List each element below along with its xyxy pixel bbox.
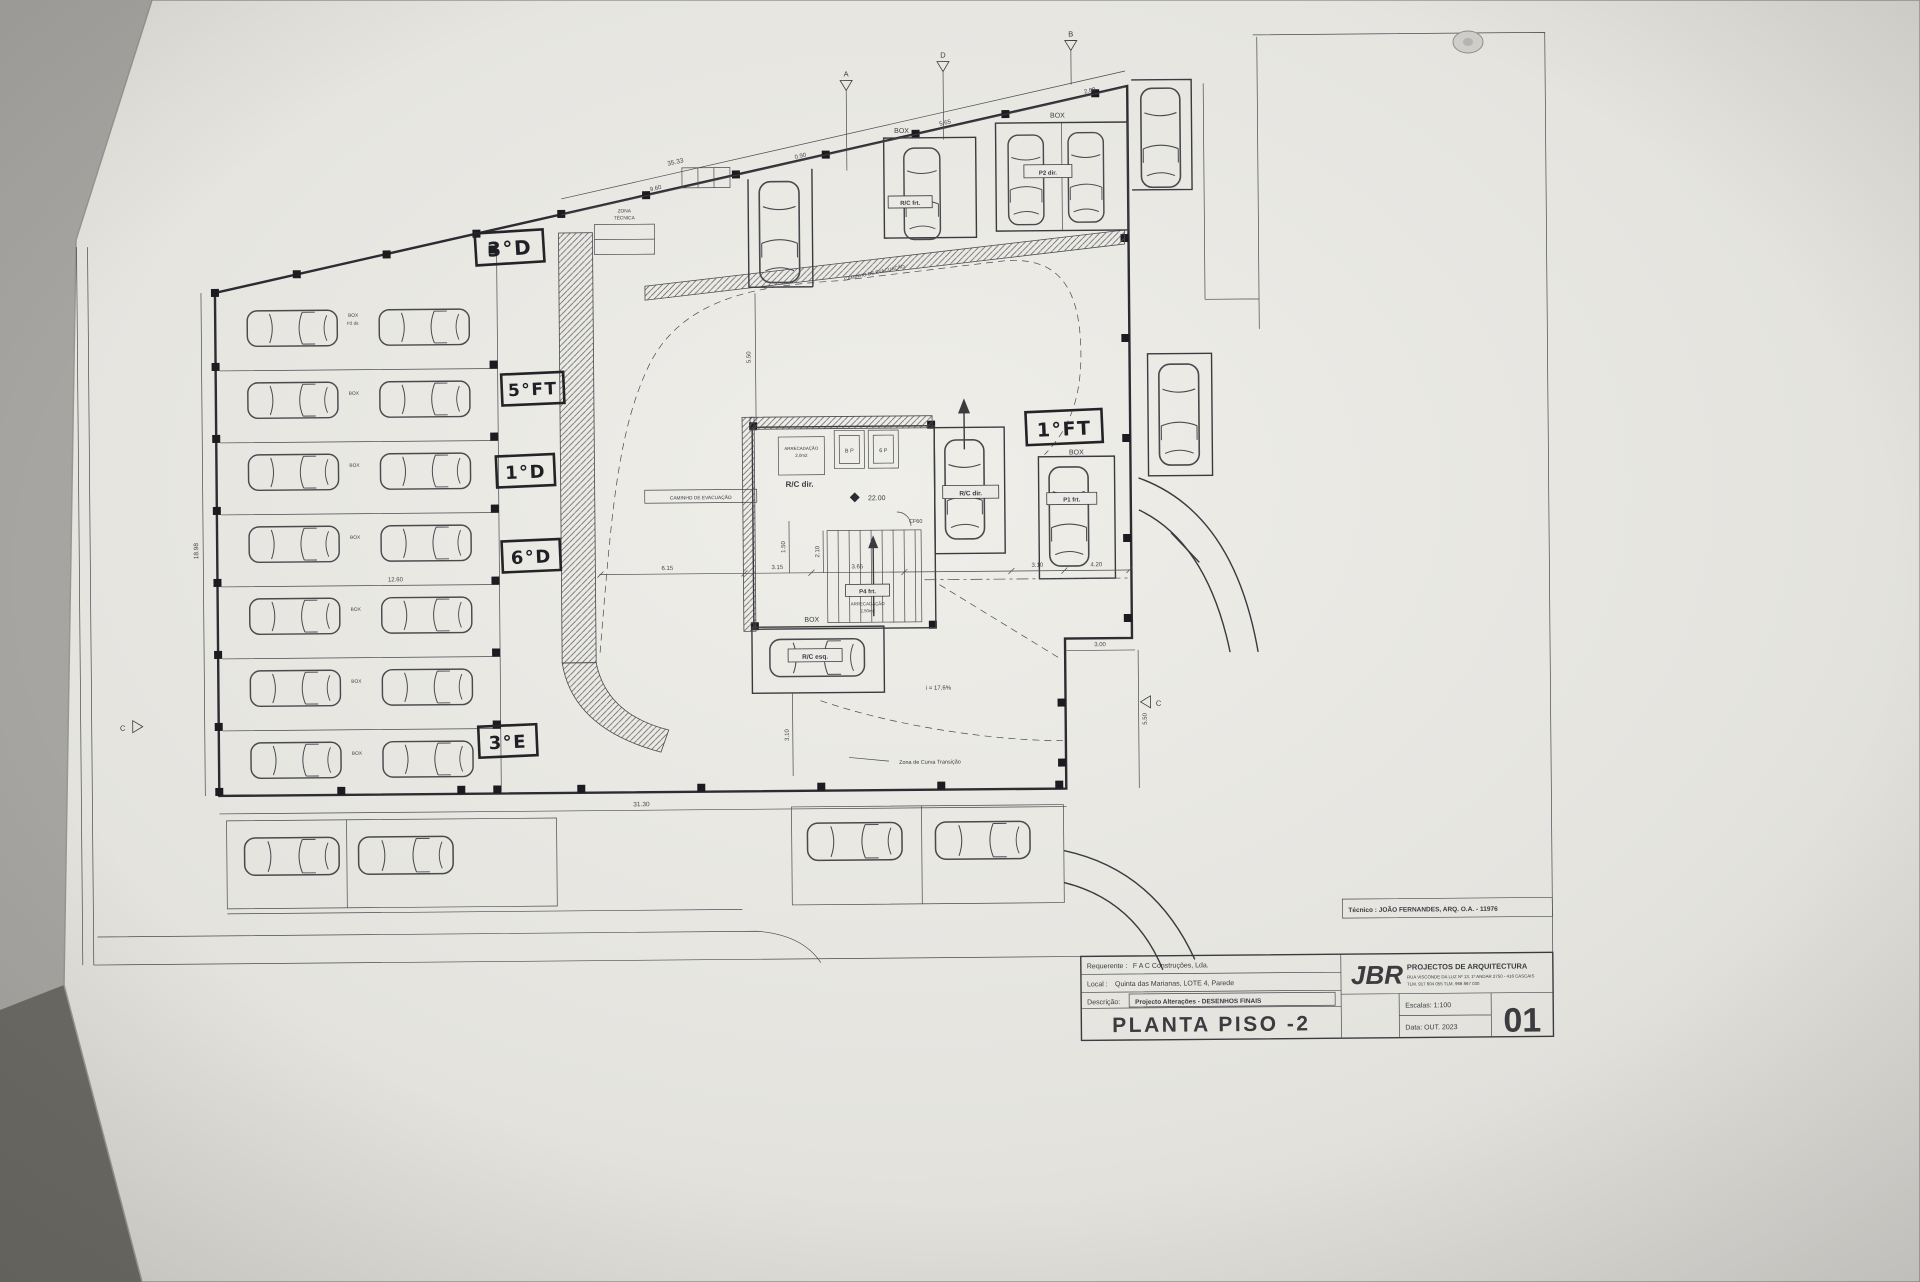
marker-b: B [1068, 29, 1073, 38]
stall-code: R/C dir. [959, 490, 982, 497]
storage-label: ARRECADAÇÃO [784, 446, 819, 451]
drawing-title: PLANTA PISO -2 [1112, 1012, 1311, 1037]
local-label: Local : [1087, 981, 1108, 988]
box-label: BOX [351, 679, 362, 685]
dim-inner-left: 12.60 [388, 577, 404, 583]
data-value: Data: OUT. 2023 [1405, 1024, 1457, 1031]
marker-c-left: C [120, 724, 126, 733]
box-label: BOX [804, 617, 819, 624]
box-label: BOX [352, 751, 363, 757]
dim-left-total: 18.98 [193, 543, 200, 560]
stall-code: P4 frt. [859, 589, 876, 595]
level-value: 22.00 [868, 495, 886, 502]
stall-code: P3 dir. [347, 321, 359, 326]
requerente-label: Requerente : [1087, 963, 1128, 970]
unit-label: R/C dir. [786, 480, 814, 489]
box-label: BOX [350, 535, 361, 541]
storage-label: ARRECADAÇÃO [851, 601, 886, 606]
hand-note: 6°D [510, 546, 552, 569]
firm-addr2: TLM. 917 604 055 TLM. 966 867 030 [1407, 981, 1480, 987]
dim-mid-b: 3.15 [771, 565, 783, 571]
box-label: BOX [348, 313, 359, 319]
dim-mid-e: 4.20 [1090, 562, 1102, 568]
hand-note: 3°D [486, 235, 532, 262]
punch-hole [1452, 30, 1484, 54]
elevator-label: 6 P [879, 448, 888, 454]
sheet-number: 01 [1503, 1001, 1541, 1039]
curve-zone-label: Zona de Curva Transição [899, 759, 961, 766]
hand-note: 1°D [505, 461, 547, 484]
box-label: BOX [1050, 113, 1065, 120]
dim-mid-d: 3.10 [1031, 563, 1043, 569]
hand-note: 3°E [488, 732, 527, 755]
descricao-value: Projecto Alterações - DESENHOS FINAIS [1135, 998, 1262, 1006]
paper-sheet [63, 0, 1920, 1282]
marker-a: A [844, 69, 849, 78]
box-label: BOX [349, 463, 360, 469]
requerente-value: F A C Construções, Lda. [1133, 962, 1209, 970]
dim-mid-a: 6.15 [662, 566, 674, 572]
dim-mid-c: 3.65 [851, 564, 863, 570]
stall-code: P2 dir. [1039, 171, 1057, 177]
dim-bottom-total: 31.30 [633, 801, 650, 808]
elevator-label: B P [845, 448, 854, 454]
stall-code: R/C esq. [802, 654, 828, 661]
storage-size: 2,50m2 [860, 608, 875, 613]
descricao-label: Descrição: [1087, 999, 1120, 1006]
marker-c-right: C [1156, 699, 1162, 708]
dim-v-b: 1.50 [781, 540, 787, 552]
escala-value: Escalas: 1:100 [1405, 1002, 1451, 1009]
local-value: Quinta das Marianas, LOTE 4, Parede [1115, 980, 1234, 988]
stall-code: P1 frt. [1063, 497, 1080, 503]
dim-v-a: 5.50 [746, 351, 752, 363]
slope-label: i = 17,6% [926, 686, 952, 692]
box-label: BOX [351, 607, 362, 613]
box-label: BOX [349, 391, 360, 397]
dim-right-b: 5.50 [1143, 712, 1149, 724]
dim-right-a: 3.00 [1094, 642, 1106, 648]
door-label: CF60 [909, 519, 923, 525]
dim-v-d: 2.10 [815, 545, 821, 557]
dim-v-c: 3.10 [785, 728, 791, 740]
hand-note: 5°FT [508, 379, 558, 401]
hand-note: 1°FT [1036, 417, 1092, 441]
firm-name: PROJECTOS DE ARQUITECTURA [1407, 962, 1528, 972]
stall-code: R/C frt. [900, 201, 920, 207]
firm-initials: JBR [1351, 960, 1403, 990]
zona-tecnica-label-1: ZONA [618, 208, 632, 214]
box-label: BOX [894, 128, 909, 135]
box-label: BOX [1069, 449, 1084, 456]
storage-size: 2,0m2 [795, 453, 808, 458]
marker-d: D [940, 51, 946, 60]
